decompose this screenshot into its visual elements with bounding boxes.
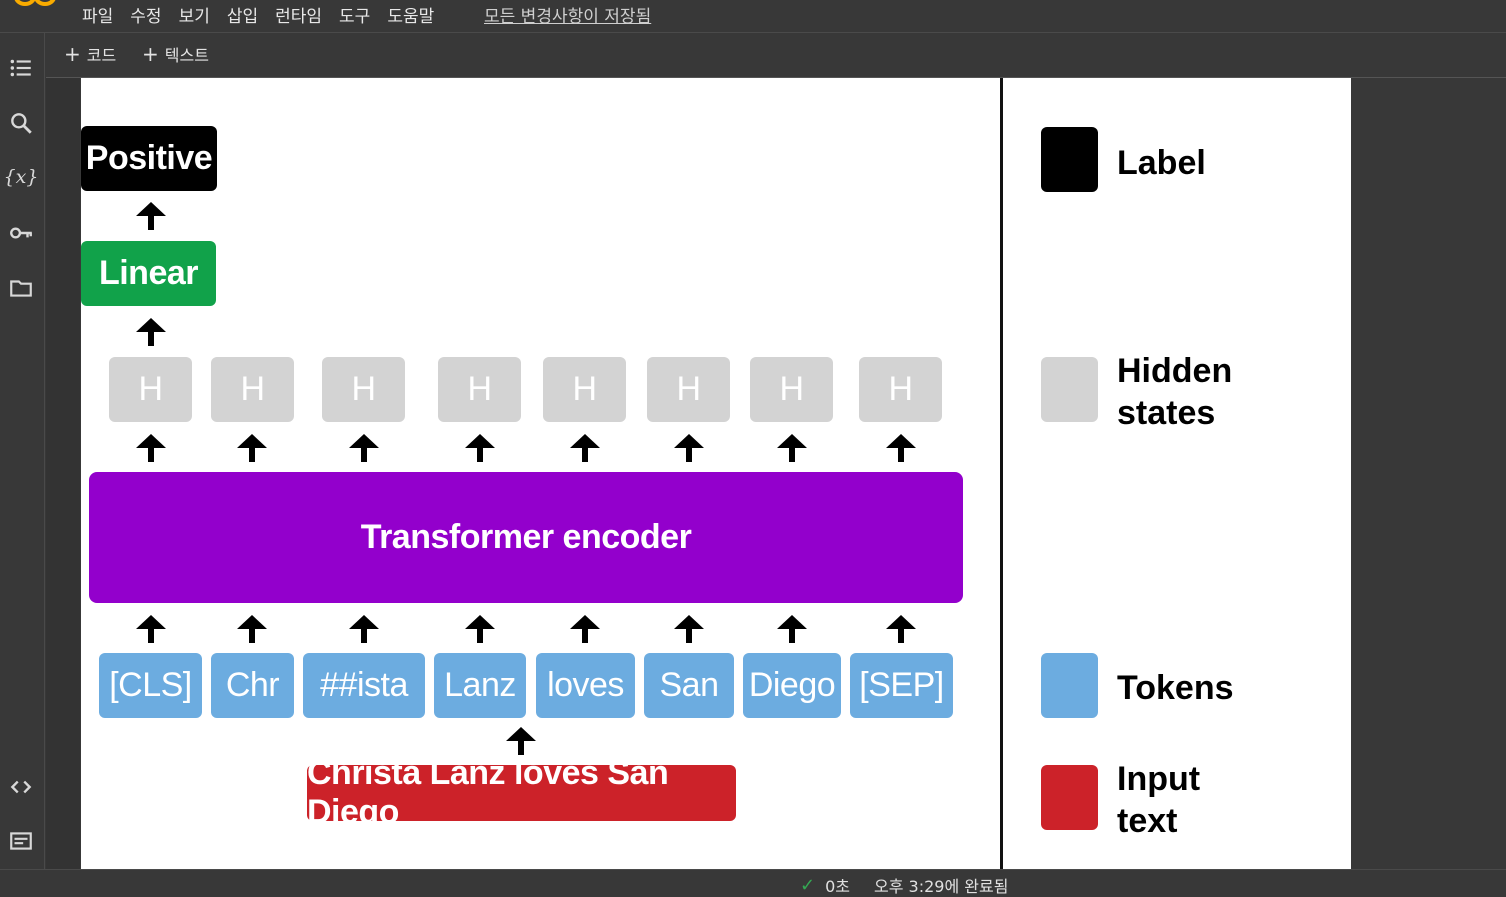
menu-edit[interactable]: 수정 bbox=[130, 7, 162, 27]
plus-icon: + bbox=[64, 42, 81, 66]
arrow-up-icon bbox=[777, 434, 807, 462]
legend-swatch-tokens bbox=[1041, 653, 1098, 718]
hidden-state-box: H bbox=[211, 357, 294, 422]
cell-gutter[interactable] bbox=[46, 78, 80, 869]
search-icon[interactable] bbox=[7, 109, 35, 137]
legend-tokens: Tokens bbox=[1117, 669, 1234, 707]
arrow-up-icon bbox=[349, 615, 379, 643]
toolbar: + 코드 + 텍스트 bbox=[46, 33, 1506, 78]
secrets-key-icon[interactable] bbox=[7, 219, 35, 247]
variables-icon[interactable]: {x} bbox=[3, 166, 39, 188]
hidden-state-box: H bbox=[438, 357, 521, 422]
terminal-icon[interactable] bbox=[7, 827, 35, 855]
arrow-up-icon bbox=[136, 318, 166, 346]
token-box: [SEP] bbox=[850, 653, 953, 718]
completed-time: 오후 3:29에 완료됨 bbox=[874, 877, 1009, 896]
menu-file[interactable]: 파일 bbox=[82, 7, 114, 27]
arrow-up-icon bbox=[237, 615, 267, 643]
menu-insert[interactable]: 삽입 bbox=[226, 7, 259, 27]
legend-swatch-label bbox=[1041, 127, 1098, 192]
execution-status[interactable]: ✓ 0초 오후 3:29에 완료됨 bbox=[800, 873, 1008, 897]
token-box: Diego bbox=[743, 653, 841, 718]
arrow-up-icon bbox=[465, 615, 495, 643]
token-box: Chr bbox=[211, 653, 294, 718]
arrow-up-icon bbox=[136, 615, 166, 643]
table-of-contents-icon[interactable] bbox=[7, 54, 35, 82]
left-rail: {x} bbox=[0, 33, 45, 869]
add-text-button[interactable]: + 텍스트 bbox=[142, 42, 209, 66]
hidden-state-box: H bbox=[109, 357, 192, 422]
menu-tools[interactable]: 도구 bbox=[339, 7, 371, 27]
arrow-up-icon bbox=[886, 434, 916, 462]
arrow-up-icon bbox=[349, 434, 379, 462]
hidden-state-box: H bbox=[859, 357, 942, 422]
legend-label: Label bbox=[1117, 144, 1206, 182]
arrow-up-icon bbox=[777, 615, 807, 643]
token-box: ##ista bbox=[303, 653, 425, 718]
hidden-state-box: H bbox=[543, 357, 626, 422]
status-bar: ✓ 0초 오후 3:29에 완료됨 bbox=[0, 869, 1506, 896]
menu-help[interactable]: 도움말 bbox=[387, 7, 435, 27]
add-code-label: 코드 bbox=[86, 46, 117, 65]
arrow-up-icon bbox=[570, 615, 600, 643]
arrow-up-icon bbox=[465, 434, 495, 462]
code-snippets-icon[interactable] bbox=[7, 773, 35, 801]
transformer-encoder-box: Transformer encoder bbox=[89, 472, 963, 603]
arrow-up-icon bbox=[506, 727, 536, 755]
linear-box: Linear bbox=[81, 241, 216, 306]
token-box: [CLS] bbox=[99, 653, 202, 718]
plus-icon: + bbox=[142, 42, 159, 66]
token-box: Lanz bbox=[434, 653, 526, 718]
add-code-button[interactable]: + 코드 bbox=[64, 42, 116, 66]
files-folder-icon[interactable] bbox=[7, 274, 35, 302]
figure-divider bbox=[1000, 78, 1003, 869]
arrow-up-icon bbox=[237, 434, 267, 462]
legend-input-line2: text bbox=[1117, 802, 1178, 840]
menu-bar: 파일 수정 보기 삽입 런타임 도구 도움말 모든 변경사항이 저장됨 bbox=[0, 0, 1506, 33]
legend-swatch-input bbox=[1041, 765, 1098, 830]
hidden-state-box: H bbox=[750, 357, 833, 422]
menu: 파일 수정 보기 삽입 런타임 도구 도움말 bbox=[82, 2, 434, 27]
arrow-up-icon bbox=[136, 202, 166, 230]
menu-view[interactable]: 보기 bbox=[178, 7, 210, 27]
arrow-up-icon bbox=[674, 434, 704, 462]
saved-status-link[interactable]: 모든 변경사항이 저장됨 bbox=[484, 7, 652, 27]
legend-hidden-line2: states bbox=[1117, 394, 1216, 432]
arrow-up-icon bbox=[136, 434, 166, 462]
arrow-up-icon bbox=[570, 434, 600, 462]
menu-runtime[interactable]: 런타임 bbox=[275, 7, 323, 27]
token-box: loves bbox=[536, 653, 635, 718]
legend-hidden-line1: Hidden bbox=[1117, 352, 1233, 390]
legend-input-line1: Input bbox=[1117, 760, 1201, 798]
label-box: Positive bbox=[81, 126, 217, 191]
arrow-up-icon bbox=[886, 615, 916, 643]
elapsed-time: 0초 bbox=[825, 877, 850, 896]
arrow-up-icon bbox=[674, 615, 704, 643]
add-text-label: 텍스트 bbox=[164, 46, 209, 65]
output-image: Positive Linear H H H H H H H H Transfor… bbox=[81, 78, 1351, 869]
token-box: San bbox=[644, 653, 734, 718]
hidden-state-box: H bbox=[322, 357, 405, 422]
legend-swatch-hidden bbox=[1041, 357, 1098, 422]
colab-logo[interactable] bbox=[14, 0, 62, 8]
input-text-box: Christa Lanz loves San Diego bbox=[307, 754, 736, 831]
checkmark-icon: ✓ bbox=[800, 874, 816, 896]
hidden-state-box: H bbox=[647, 357, 730, 422]
